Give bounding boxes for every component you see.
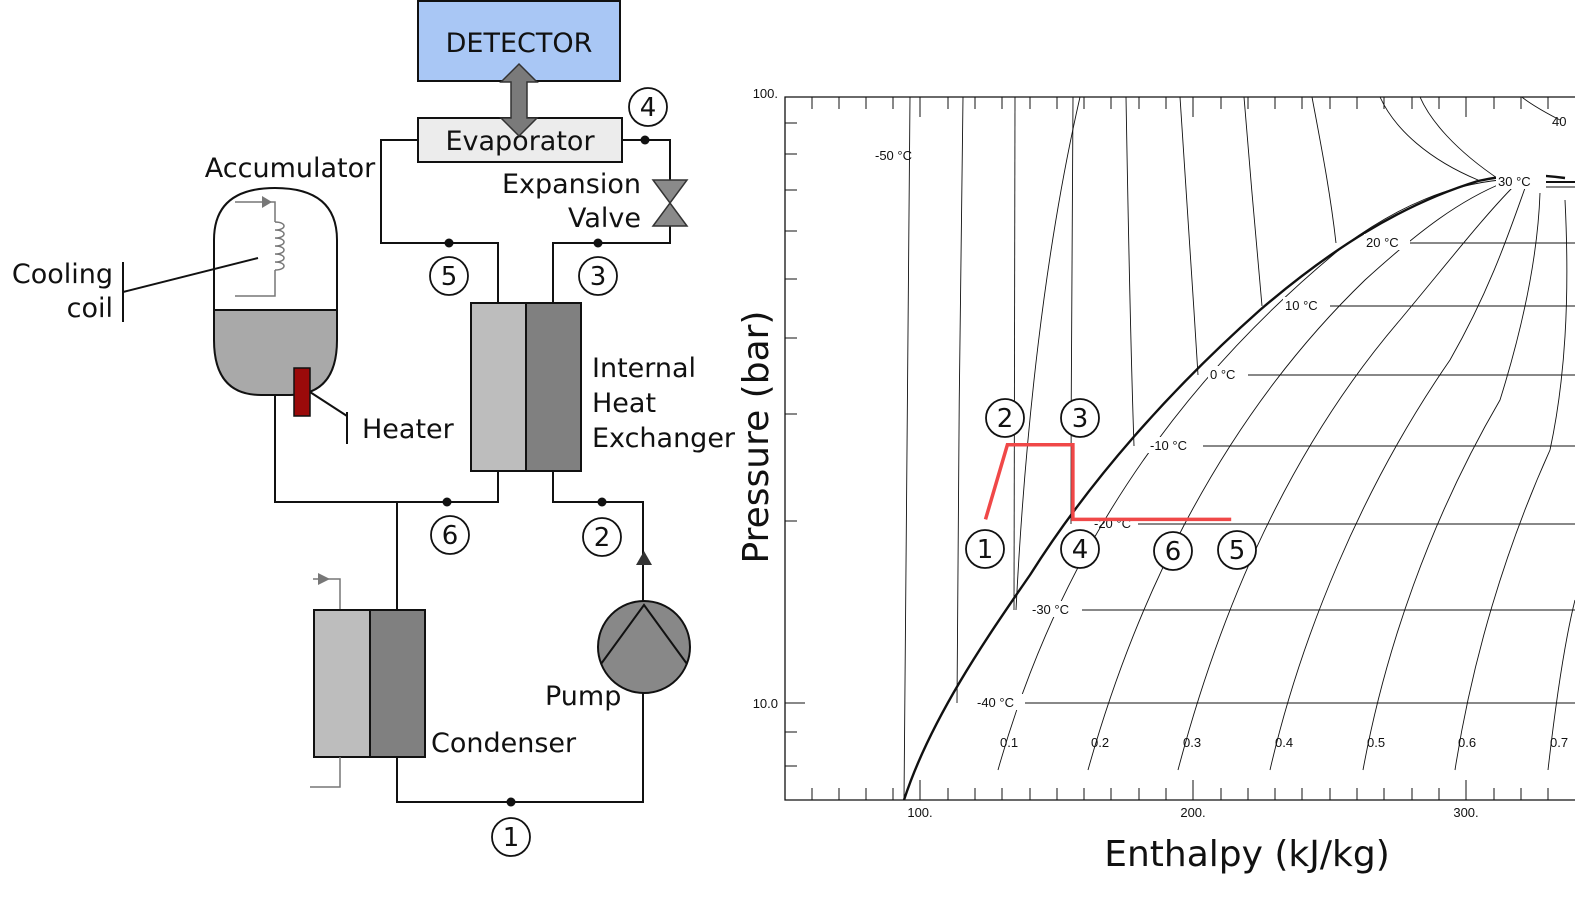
- internal-heat-exchanger: [470, 302, 582, 472]
- detector-label: DETECTOR: [446, 28, 593, 59]
- isotherm-label-20: 20 °C: [1366, 235, 1399, 250]
- schematic-point-3: 3: [578, 256, 618, 296]
- condenser-label: Condenser: [431, 728, 577, 759]
- heater-icon: [293, 367, 348, 444]
- quality-label-07: 0.7: [1550, 735, 1568, 750]
- svg-text:4: 4: [1072, 535, 1089, 565]
- saturation-dome: [902, 174, 1566, 800]
- quality-label-05: 0.5: [1367, 735, 1385, 750]
- isotherm-label-40: 40: [1552, 114, 1566, 129]
- svg-text:3: 3: [590, 262, 607, 292]
- x-axis-title: Enthalpy (kJ/kg): [1104, 834, 1390, 875]
- svg-text:4: 4: [640, 93, 657, 123]
- svg-text:1: 1: [977, 535, 994, 565]
- x-tick-200: 200.: [1180, 805, 1205, 820]
- isotherm-lines: [1025, 181, 1575, 704]
- evaporator: Evaporator: [417, 117, 623, 163]
- svg-text:2: 2: [997, 404, 1014, 434]
- chart-point-3: 3: [1060, 398, 1100, 438]
- svg-text:6: 6: [1165, 537, 1182, 567]
- x-tick-300: 300.: [1453, 805, 1478, 820]
- cycle-path: [983, 443, 1232, 522]
- chart-point-5: 5: [1217, 530, 1257, 570]
- schematic-point-1: 1: [491, 817, 531, 857]
- svg-text:1: 1: [503, 823, 520, 853]
- schematic-point-6: 6: [430, 515, 470, 555]
- pump-label: Pump: [545, 681, 621, 712]
- y-axis-title: Pressure (bar): [736, 311, 777, 564]
- schematic-point-2: 2: [582, 517, 622, 557]
- svg-text:2: 2: [594, 523, 611, 553]
- quality-labels: 0.1 0.2 0.3 0.4 0.5 0.6 0.7: [1000, 735, 1568, 750]
- y-tick-100: 100.: [753, 86, 778, 101]
- chart-point-6: 6: [1153, 531, 1193, 571]
- expansion-label: Expansion: [502, 169, 641, 200]
- isotherm-label-minus50: -50 °C: [875, 148, 912, 163]
- svg-text:5: 5: [1229, 536, 1246, 566]
- x-ticks: [811, 97, 1549, 800]
- quality-label-03: 0.3: [1183, 735, 1201, 750]
- quality-label-01: 0.1: [1000, 735, 1018, 750]
- isotherm-labels: -50 °C 30 °C 20 °C 10 °C 0 °C -10 °C -20…: [875, 114, 1566, 710]
- ihx-label-line1: Internal: [592, 353, 696, 384]
- isotherm-label-10: 10 °C: [1285, 298, 1318, 313]
- double-arrow-icon: [499, 62, 539, 138]
- schematic-point-5: 5: [429, 256, 469, 296]
- cooling-label: Cooling: [12, 259, 113, 290]
- heater-label: Heater: [362, 414, 455, 445]
- ph-chart: -50 °C 30 °C 20 °C 10 °C 0 °C -10 °C -20…: [736, 86, 1575, 875]
- isotherm-label-minus10: -10 °C: [1150, 438, 1187, 453]
- svg-text:6: 6: [442, 521, 459, 551]
- isotherm-label-30: 30 °C: [1498, 174, 1531, 189]
- accumulator-label: Accumulator: [205, 153, 376, 184]
- y-tick-10: 10.0: [753, 696, 778, 711]
- ihx-label-line2: Heat: [592, 388, 656, 419]
- chart-point-2: 2: [985, 398, 1025, 438]
- svg-text:3: 3: [1072, 404, 1089, 434]
- ihx-label-line3: Exchanger: [592, 423, 736, 454]
- pump-icon: [597, 551, 691, 694]
- x-tick-100: 100.: [907, 805, 932, 820]
- valve-label: Valve: [568, 203, 641, 234]
- chart-point-1: 1: [965, 529, 1005, 569]
- condenser: [310, 573, 426, 788]
- schematic: DETECTOR Evaporator Expansion Valve Accu…: [12, 0, 736, 857]
- coil-label: coil: [67, 293, 113, 324]
- quality-lines: [997, 179, 1575, 771]
- quality-label-04: 0.4: [1275, 735, 1293, 750]
- axis-ticks: [785, 96, 805, 767]
- schematic-point-4: 4: [628, 87, 668, 127]
- cooling-coil-icon: [122, 196, 285, 322]
- junction-dots: [442, 135, 650, 807]
- isotherm-label-minus40: -40 °C: [977, 695, 1014, 710]
- isotherm-label-0: 0 °C: [1210, 367, 1235, 382]
- quality-label-06: 0.6: [1458, 735, 1476, 750]
- liquid-isotherms: [903, 97, 1561, 800]
- chart-point-4: 4: [1060, 529, 1100, 569]
- isentrope-lines: [1015, 97, 1081, 611]
- svg-text:5: 5: [441, 262, 458, 292]
- plot-area: [902, 97, 1575, 800]
- expansion-valve-icon: [651, 179, 689, 227]
- quality-label-02: 0.2: [1091, 735, 1109, 750]
- isotherm-label-minus30: -30 °C: [1032, 602, 1069, 617]
